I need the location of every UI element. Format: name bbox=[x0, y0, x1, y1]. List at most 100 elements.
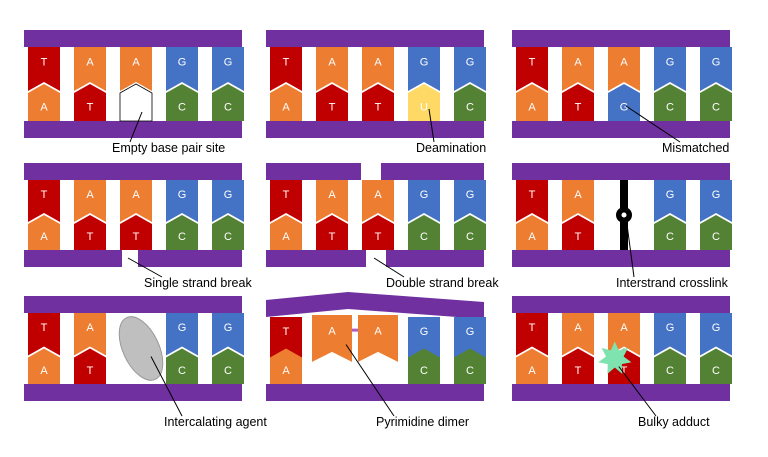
panels.0.top.2-label: A bbox=[132, 57, 140, 69]
panels.3.top.0-label: T bbox=[41, 189, 48, 201]
panels.4.bottom.3 bbox=[408, 215, 440, 250]
panels.0.bottom.3 bbox=[166, 84, 198, 121]
dimer-base-1 bbox=[312, 315, 352, 362]
dimer-base-2-label: A bbox=[374, 326, 382, 338]
panels.5.bottom.1-label: T bbox=[575, 231, 582, 243]
panels.7.bottom.4 bbox=[454, 348, 486, 384]
panels.3.bottom.4-label: C bbox=[224, 231, 232, 243]
panels.2.top.4 bbox=[700, 47, 732, 91]
leader-line bbox=[129, 111, 143, 143]
panels.2.bottom.0-label: A bbox=[528, 101, 536, 113]
panels.1.top.3-label: G bbox=[420, 57, 429, 69]
panels.8.top.4 bbox=[700, 313, 732, 356]
panels.8.bottom.0-label: A bbox=[528, 365, 536, 377]
panels.1.top.2-label: A bbox=[374, 57, 382, 69]
panels.8.bottom.3-label: C bbox=[666, 365, 674, 377]
panels.8.bottom.4-label: C bbox=[712, 365, 720, 377]
leader-line bbox=[345, 344, 395, 417]
panels.6.top.1-label: A bbox=[86, 322, 94, 334]
panels.7.bottom.0 bbox=[270, 348, 302, 384]
panels.4.bottom.3-label: C bbox=[420, 231, 428, 243]
panels.8.bottom.3 bbox=[654, 348, 686, 384]
intercalating-agent-shape bbox=[118, 316, 164, 381]
panels.6.bottom.3-label: C bbox=[178, 365, 186, 377]
panels.6.top.1 bbox=[74, 313, 106, 356]
panels.3.bottom.2 bbox=[120, 215, 152, 250]
panels.4.bottom.4 bbox=[454, 215, 486, 250]
panels.4.top.1 bbox=[316, 180, 348, 222]
panels.1.bottom.4-label: C bbox=[466, 101, 474, 113]
panels.8.top.3-label: G bbox=[666, 322, 675, 334]
bottom-backbone bbox=[24, 121, 242, 138]
panels.4.top.0-label: T bbox=[283, 189, 290, 201]
leader-line bbox=[373, 257, 405, 278]
panels.3.top.3 bbox=[166, 180, 198, 222]
panels.0.top.4-label: G bbox=[224, 57, 233, 69]
panels.1.top.1 bbox=[316, 47, 348, 91]
panels.2.bottom.2-label: G bbox=[620, 101, 629, 113]
panels.3.top.4-label: G bbox=[224, 189, 233, 201]
panels.3.bottom.2-label: T bbox=[133, 231, 140, 243]
panels.0.bottom.4-label: C bbox=[224, 101, 232, 113]
panels.4.top.4-label: G bbox=[466, 189, 475, 201]
panels.3.top.1 bbox=[74, 180, 106, 222]
panels.8.bottom.2-label: T bbox=[621, 365, 628, 377]
panels.0.top.3 bbox=[166, 47, 198, 91]
leader-line bbox=[150, 356, 183, 417]
panels.5.bottom.0-label: A bbox=[528, 231, 536, 243]
panels.8.top.4-label: G bbox=[712, 322, 721, 334]
panels.0.bottom.0 bbox=[28, 84, 60, 121]
panels.1.top.1-label: A bbox=[328, 57, 336, 69]
panels.2.top.2 bbox=[608, 47, 640, 91]
panels.3.top.2-label: A bbox=[132, 189, 140, 201]
caption-9: Bulky adduct bbox=[638, 415, 710, 429]
panels.8.bottom.1 bbox=[562, 348, 594, 384]
leader-line bbox=[625, 105, 681, 143]
panels.1.top.4 bbox=[454, 47, 486, 91]
top-backbone bbox=[512, 30, 730, 47]
caption-1: Empty base pair site bbox=[112, 141, 225, 155]
panels.1.bottom.3 bbox=[408, 84, 440, 121]
panels.5.top.0 bbox=[516, 180, 548, 222]
bottom-backbone bbox=[512, 121, 730, 138]
panels.7.top.3-label: G bbox=[420, 326, 429, 338]
panels.6.bottom.0 bbox=[28, 348, 60, 384]
panels.5.top.3 bbox=[654, 180, 686, 222]
top-backbone-left bbox=[266, 163, 361, 180]
panels.4.bottom.2-label: T bbox=[375, 231, 382, 243]
panels.1.top.0 bbox=[270, 47, 302, 91]
top-backbone-bent bbox=[266, 292, 484, 319]
panels.1.bottom.2-label: T bbox=[375, 101, 382, 113]
panels.6.bottom.0-label: A bbox=[40, 365, 48, 377]
panels.3.bottom.4 bbox=[212, 215, 244, 250]
leader-line bbox=[428, 108, 435, 143]
panels.4.bottom.2 bbox=[362, 215, 394, 250]
panels.0.top.0 bbox=[28, 47, 60, 91]
panels.0.top.3-label: G bbox=[178, 57, 187, 69]
panels.8.bottom.1-label: T bbox=[575, 365, 582, 377]
panels.2.top.0-label: T bbox=[529, 57, 536, 69]
panels.5.bottom.3 bbox=[654, 215, 686, 250]
panels.5.bottom.3-label: C bbox=[666, 231, 674, 243]
panels.4.top.2-label: A bbox=[374, 189, 382, 201]
panels.6.bottom.4-label: C bbox=[224, 365, 232, 377]
panels.0.bottom.4 bbox=[212, 84, 244, 121]
panels.3.bottom.3-label: C bbox=[178, 231, 186, 243]
panels.8.top.0 bbox=[516, 313, 548, 356]
bottom-backbone-left bbox=[24, 250, 122, 267]
panels.4.top.4 bbox=[454, 180, 486, 222]
panels.8.top.3 bbox=[654, 313, 686, 356]
panels.3.top.0 bbox=[28, 180, 60, 222]
bottom-backbone bbox=[266, 121, 484, 138]
panels.8.top.2-label: A bbox=[620, 322, 628, 334]
panels.1.top.4-label: G bbox=[466, 57, 475, 69]
bottom-backbone-right bbox=[138, 250, 242, 267]
panels.4.top.0 bbox=[270, 180, 302, 222]
dimer-bond bbox=[352, 328, 358, 332]
